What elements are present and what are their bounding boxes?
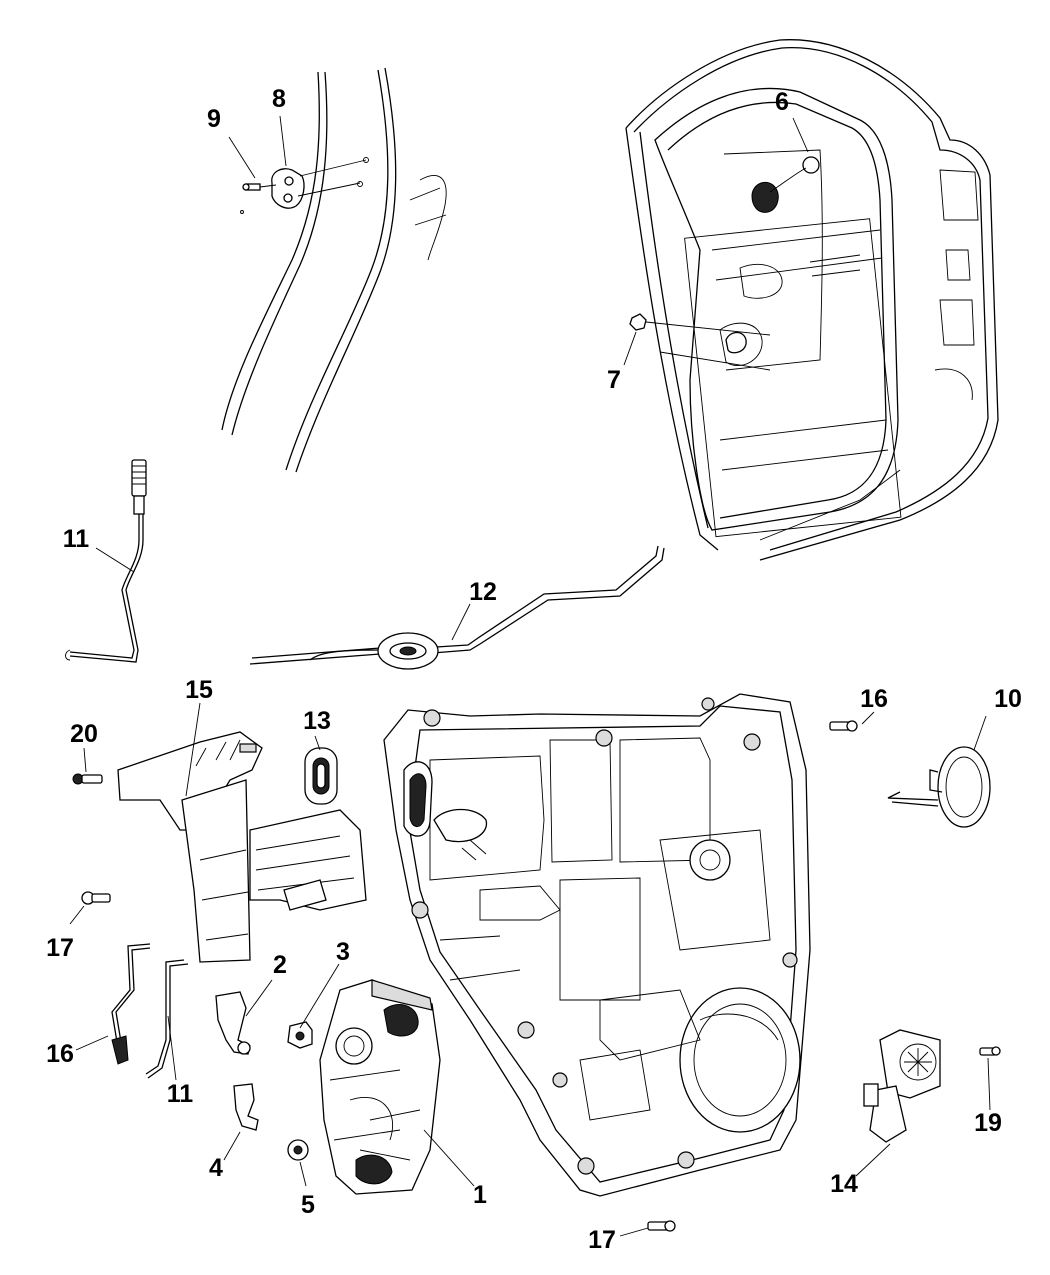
callout-1: 1 bbox=[473, 1181, 487, 1209]
clip-4 bbox=[233, 1083, 259, 1131]
callout-6: 6 bbox=[775, 88, 789, 116]
callout-12: 12 bbox=[469, 578, 497, 606]
grommet-13 bbox=[304, 747, 338, 805]
screw-18-lower bbox=[647, 1220, 676, 1232]
lock-rod-11-upper bbox=[65, 459, 147, 663]
lock-rod-11-lower bbox=[145, 959, 189, 1079]
callout-11-upper: 11 bbox=[63, 525, 90, 553]
door-latch-1 bbox=[319, 979, 441, 1195]
callout-2: 2 bbox=[273, 951, 287, 979]
clip-2 bbox=[215, 991, 251, 1055]
door-striker-8 bbox=[271, 157, 369, 209]
nut-5 bbox=[287, 1139, 309, 1161]
callout-10: 10 bbox=[994, 685, 1022, 713]
rod-16 bbox=[111, 943, 151, 1065]
screw-17 bbox=[81, 891, 111, 905]
callout-11-lower: 11 bbox=[167, 1080, 194, 1108]
grommet-10 bbox=[887, 746, 991, 828]
callout-13: 13 bbox=[303, 707, 331, 735]
window-motor-14 bbox=[863, 1029, 941, 1143]
screw-20 bbox=[72, 773, 103, 785]
screw-18-upper bbox=[829, 720, 858, 732]
callout-19: 19 bbox=[974, 1109, 1002, 1137]
handle-bracket-15 bbox=[117, 731, 367, 963]
clip-3 bbox=[287, 1021, 313, 1049]
screw-19 bbox=[979, 1046, 1001, 1056]
callout-labels: 9 8 6 7 11 12 15 13 20 16 10 17 2 3 16 1… bbox=[46, 85, 1022, 1254]
window-run-6 bbox=[751, 156, 820, 213]
callout-20: 20 bbox=[70, 720, 98, 748]
callout-17: 17 bbox=[46, 934, 74, 962]
door-shell bbox=[625, 39, 999, 561]
callout-3: 3 bbox=[336, 938, 350, 966]
screw-9 bbox=[240, 183, 277, 214]
callout-14: 14 bbox=[830, 1170, 858, 1198]
latch-rod-12 bbox=[249, 545, 665, 670]
callout-16: 16 bbox=[46, 1040, 74, 1068]
callout-7: 7 bbox=[607, 366, 621, 394]
callout-4: 4 bbox=[209, 1154, 223, 1182]
callout-18-upper: 16 bbox=[860, 685, 888, 713]
callout-5: 5 bbox=[301, 1191, 315, 1219]
callout-9: 9 bbox=[207, 105, 221, 133]
callout-18-lower: 17 bbox=[588, 1226, 616, 1254]
door-pillar-body bbox=[221, 67, 447, 473]
door-module-carrier bbox=[383, 693, 811, 1197]
callout-8: 8 bbox=[272, 85, 286, 113]
nut-7 bbox=[629, 313, 771, 371]
callout-15: 15 bbox=[185, 676, 213, 704]
leader-lines bbox=[69, 115, 991, 1237]
